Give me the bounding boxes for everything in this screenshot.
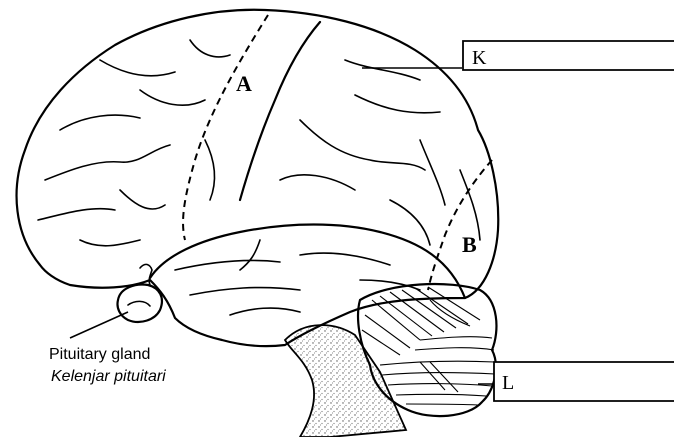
lateral-sulcus (150, 225, 465, 299)
gyri-details (38, 40, 480, 315)
brain-stem (285, 325, 406, 437)
caption-malay: Kelenjar pituitari (51, 368, 166, 385)
dashed-boundary-b (428, 160, 492, 290)
label-l-box (494, 362, 674, 401)
caption-english: Pituitary gland (49, 346, 150, 363)
label-l-text: L (502, 372, 514, 394)
label-k-box (463, 41, 674, 70)
label-k-text: K (472, 47, 487, 69)
pituitary-leader-line (70, 312, 128, 338)
label-b: B (462, 232, 477, 257)
dashed-boundary-a (183, 15, 268, 240)
label-a: A (236, 71, 252, 96)
central-sulcus (240, 22, 320, 200)
